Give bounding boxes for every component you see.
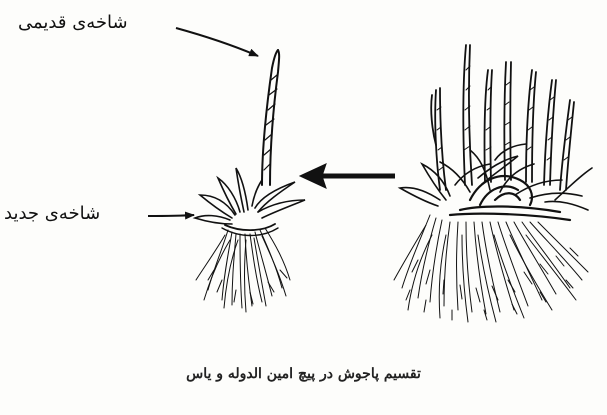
new-shoot-label: شاخه‌ی جدید [4, 203, 100, 224]
clump-center [450, 176, 570, 220]
figure-caption: تقسیم پاجوش در پیچ امین الدوله و یاس [0, 366, 607, 382]
divided-offshoot-plant [195, 50, 305, 312]
clump-roots [394, 215, 588, 322]
new-shoot-pointer-arrow [148, 215, 194, 216]
offshoot-roots [196, 228, 290, 312]
old-shoot-pointer-arrow [176, 28, 258, 56]
old-shoot-label: شاخه‌ی قدیمی [18, 12, 128, 33]
mother-clump-plant [394, 45, 592, 322]
division-arrow [300, 164, 395, 188]
